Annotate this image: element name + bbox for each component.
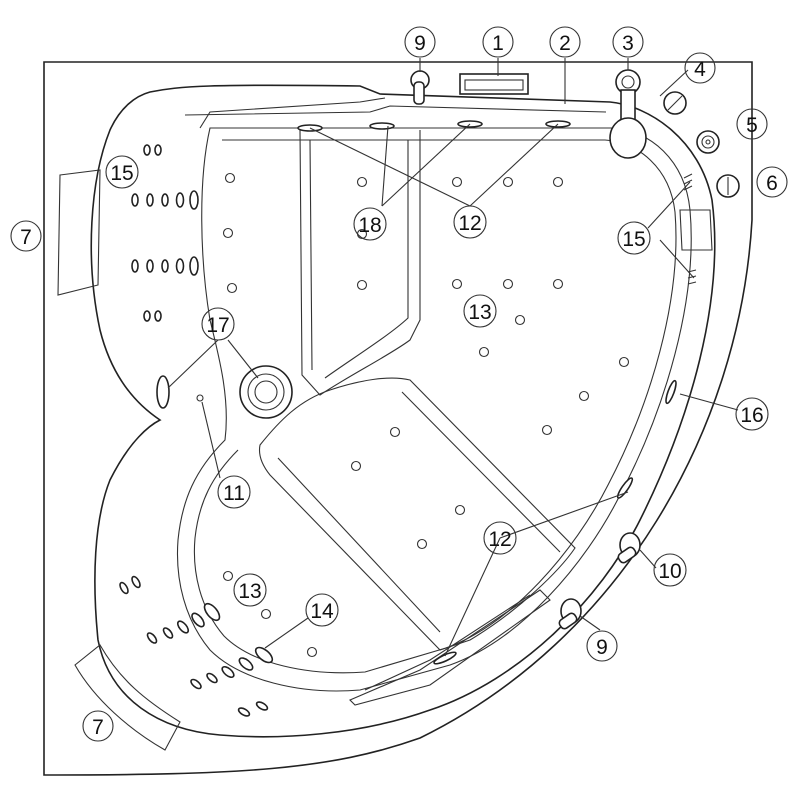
tub-rim (90, 84, 716, 738)
callout-12-bottom: 12 (483, 521, 517, 555)
knob-6 (716, 174, 740, 198)
callout-15-left: 15 (105, 155, 139, 189)
callout-13-top: 13 (463, 294, 497, 328)
top-ledge-inner (199, 97, 386, 129)
deck-jets (297, 120, 571, 132)
side-jet-grilles (433, 173, 697, 665)
back-jets-lower (119, 575, 274, 717)
svg-text:10: 10 (658, 560, 681, 583)
control-fixture-9-bottom (558, 598, 582, 630)
svg-text:7: 7 (20, 226, 32, 249)
svg-text:16: 16 (740, 404, 763, 427)
svg-text:3: 3 (622, 32, 634, 55)
svg-text:7: 7 (92, 716, 104, 739)
tub-basin (176, 127, 692, 692)
callout-3: 3 (612, 26, 644, 58)
back-jets-upper (131, 144, 199, 322)
svg-text:13: 13 (468, 301, 491, 324)
lounger-seat-inner (277, 391, 561, 633)
svg-text:5: 5 (746, 114, 758, 137)
callout-10: 10 (653, 553, 687, 587)
svg-text:2: 2 (559, 32, 571, 55)
air-jets (196, 172, 630, 658)
svg-text:12: 12 (488, 528, 511, 551)
upper-partition (299, 129, 421, 396)
tub-basin-inner (193, 139, 677, 674)
front-ledge-inner (364, 594, 531, 691)
callout-11: 11 (217, 475, 251, 509)
headrest-upper (57, 169, 101, 296)
callout-9-top: 9 (404, 26, 436, 58)
svg-text:9: 9 (414, 32, 426, 55)
side-panel (679, 209, 713, 251)
control-fixture-1 (459, 73, 529, 95)
knob-5 (696, 130, 720, 154)
svg-text:15: 15 (622, 228, 645, 251)
lounger-seat (258, 377, 576, 651)
svg-text:13: 13 (238, 580, 261, 603)
overflow-fitting (156, 375, 170, 409)
svg-text:4: 4 (694, 58, 706, 81)
control-fixture-9-top (410, 70, 430, 105)
svg-text:17: 17 (206, 314, 229, 337)
tub-outer-shell (43, 61, 753, 776)
leader-lines (167, 58, 739, 657)
callout-4: 4 (684, 52, 716, 84)
control-fixture-10 (617, 532, 641, 564)
svg-text:1: 1 (492, 32, 504, 55)
callout-1: 1 (482, 26, 514, 58)
callout-7-top: 7 (10, 220, 42, 252)
spout-3 (609, 69, 647, 159)
callout-2: 2 (549, 26, 581, 58)
knob-4 (663, 91, 687, 115)
svg-text:6: 6 (766, 172, 778, 195)
svg-text:12: 12 (458, 212, 481, 235)
callout-18: 18 (353, 207, 387, 241)
callout-15-right: 15 (617, 221, 651, 255)
svg-text:9: 9 (596, 636, 608, 659)
callout-12-top: 12 (453, 205, 487, 239)
front-ledge (349, 589, 551, 706)
svg-text:11: 11 (223, 482, 245, 505)
headrest-lower (74, 644, 181, 751)
svg-text:15: 15 (110, 162, 133, 185)
callout-14: 14 (305, 593, 339, 627)
callout-5: 5 (736, 108, 768, 140)
callout-17: 17 (201, 307, 235, 341)
drain-inner (254, 380, 278, 404)
top-ledge (184, 105, 607, 116)
svg-text:18: 18 (358, 214, 381, 237)
callout-13-bottom: 13 (233, 573, 267, 607)
upper-partition-inner (309, 139, 409, 379)
callout-9-bottom: 9 (586, 630, 618, 662)
callout-16: 16 (735, 397, 769, 431)
svg-text:14: 14 (310, 600, 334, 623)
callout-6: 6 (756, 166, 788, 198)
callout-7-bottom: 7 (82, 710, 114, 742)
